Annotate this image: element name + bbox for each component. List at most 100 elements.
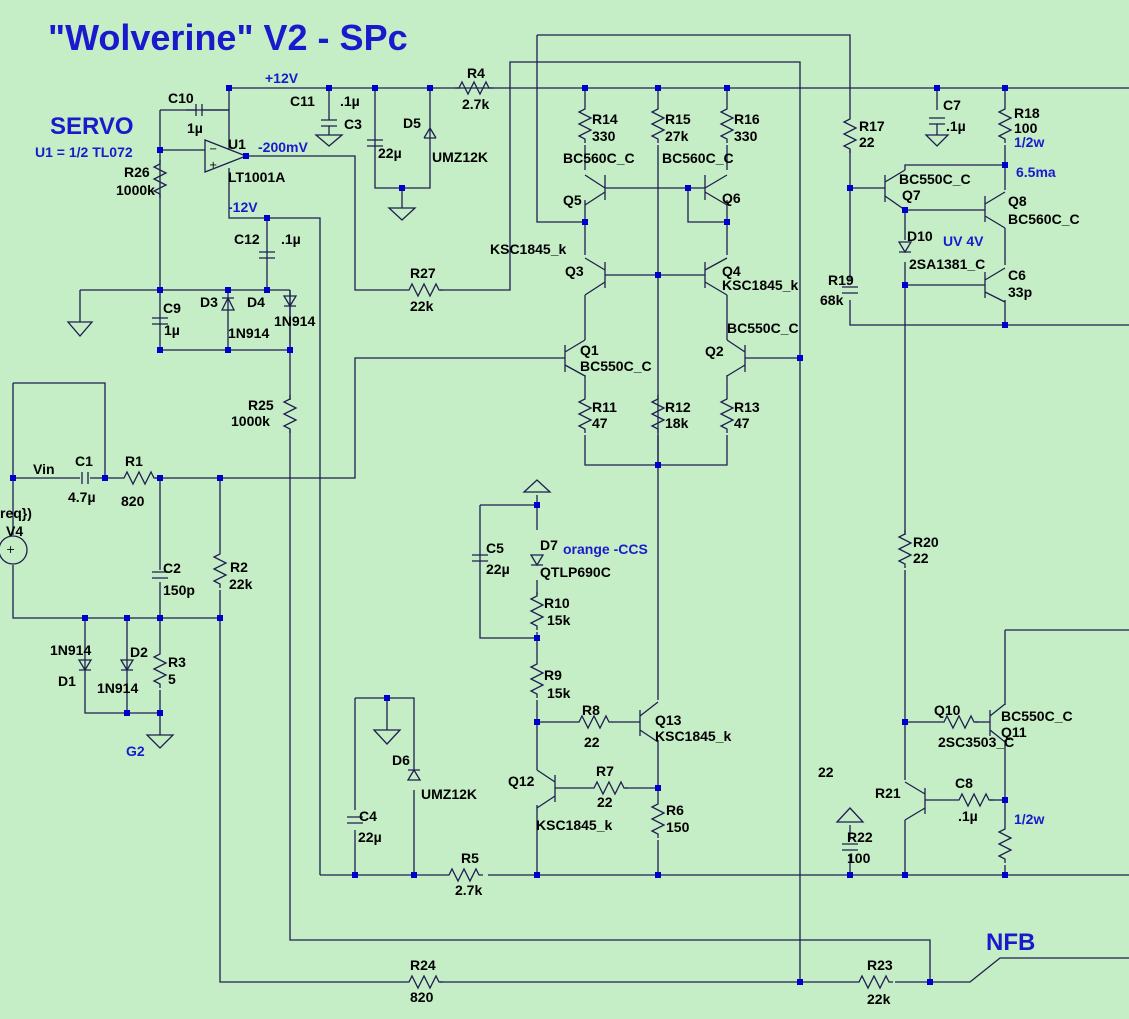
Q5-val: BC560C_C [563, 150, 635, 166]
C6-ref: R19 [828, 272, 854, 288]
R15-ref: R15 [665, 111, 691, 127]
C4-ref: C4 [359, 808, 377, 824]
Q8-val: BC560C_C [1008, 211, 1080, 227]
D10-ref: D10 [907, 228, 933, 244]
R19-ref: R20 [913, 534, 939, 550]
R4-ref: R4 [467, 65, 485, 81]
C11-val: .1µ [340, 93, 360, 109]
R15-val: 27k [665, 128, 689, 144]
R17-ref: R17 [859, 118, 885, 134]
R12-ref: R12 [665, 399, 691, 415]
R8-val: 22 [584, 734, 600, 750]
R2-ref: R2 [230, 559, 248, 575]
D1-val: 1N914 [50, 642, 91, 658]
R14-symbol [578, 104, 592, 144]
R7-ref: R7 [596, 763, 614, 779]
R15-symbol [651, 104, 665, 144]
R26-val: 1000k [116, 182, 155, 198]
Q7-ref: Q7 [902, 187, 921, 203]
D2-val: 1N914 [97, 680, 138, 696]
nfb-label: NFB [986, 929, 1035, 956]
D10-val: 2SA1381_C [909, 256, 985, 272]
R27-symbol [404, 283, 444, 297]
C10-val: 1µ [187, 120, 203, 136]
req-label: req}) [0, 505, 32, 521]
R27-val: 22k [410, 298, 434, 314]
R24-ref: R24 [410, 957, 436, 973]
svg-text:+: + [209, 160, 217, 171]
C10-ref: C10 [168, 90, 194, 106]
Q2-ref: Q2 [705, 343, 724, 359]
Q13-ref: Q13 [655, 712, 682, 728]
C12-ref: C12 [234, 231, 260, 247]
R14-ref: R14 [592, 111, 618, 127]
R1-val: 820 [121, 493, 145, 509]
R18-val: 100 [1014, 120, 1038, 136]
minus200-label: -200mV [258, 139, 308, 155]
C8-ref: R22 [847, 829, 873, 845]
R19-val: 22 [913, 550, 929, 566]
Q8-ref: Q8 [1008, 193, 1027, 209]
D5-ref: D5 [403, 115, 421, 131]
R13-ref: R13 [734, 399, 760, 415]
component-labels: C10 1µ C11 .1µ C3 R4 2.7k D5 UMZ12K 22µ … [6, 65, 1080, 1007]
R23-val: 22k [867, 991, 891, 1007]
Q6-ref: Q6 [722, 190, 741, 206]
Q1-ref: Q1 [580, 342, 599, 358]
D7-ref: D7 [540, 537, 558, 553]
R11-ref: R11 [592, 399, 617, 415]
R6-ref: R6 [666, 802, 684, 818]
C7-ref: C7 [943, 97, 961, 113]
C5-ref: C5 [486, 540, 504, 556]
R3-ref: R3 [168, 654, 186, 670]
Q12-val: KSC1845_k [536, 817, 612, 833]
R20-val: 2SC3503_C [938, 734, 1014, 750]
R9-ref: R9 [544, 667, 562, 683]
U1-ref: U1 [228, 136, 246, 152]
R21-val: .1µ [958, 808, 978, 824]
R18-ref: R18 [1014, 105, 1040, 121]
C3b-val: 22µ [378, 145, 402, 161]
D3-val: 1N914 [228, 325, 269, 341]
R27-ref: R27 [410, 265, 436, 281]
svg-text:+: + [6, 543, 15, 556]
R20-ref: Q10 [934, 702, 961, 718]
u1-note: U1 = 1/2 TL072 [35, 144, 133, 160]
g2-label: G2 [126, 743, 145, 759]
R13-symbol [720, 394, 734, 434]
R5-val: 2.7k [455, 882, 482, 898]
R10-symbol [530, 591, 544, 631]
D5-val: UMZ12K [432, 149, 488, 165]
R24-val: 820 [410, 989, 434, 1005]
uv-label: UV 4V [943, 233, 984, 249]
D7-val: QTLP690C [540, 564, 611, 580]
plus12-label: +12V [265, 70, 299, 86]
orange-label: orange -CCS [563, 541, 648, 557]
Q9-ref: C6 [1008, 267, 1026, 283]
servo-label: SERVO [50, 113, 134, 140]
R22-symbol [998, 824, 1012, 864]
R19-symbol [898, 529, 912, 569]
R6-val: 150 [666, 819, 690, 835]
Q11-ref: R21 [875, 785, 901, 801]
R11-symbol [578, 394, 592, 434]
Q2-val: BC550C_C [727, 320, 799, 336]
Q10-val: BC550C_C [1001, 708, 1073, 724]
C9-ref: C9 [163, 300, 181, 316]
vin-label: Vin [33, 461, 55, 477]
minus12-label: -12V [228, 199, 258, 215]
R5-symbol [444, 868, 484, 882]
R21-ref: C8 [955, 775, 973, 791]
halfw2-label: 1/2w [1014, 811, 1044, 827]
page-title: "Wolverine" V2 - SPc [48, 17, 408, 58]
C1-val: 4.7µ [68, 489, 96, 505]
component-symbols: − + + [0, 81, 1012, 989]
D3-ref: D3 [200, 294, 218, 310]
R9-val: 15k [547, 685, 571, 701]
D6-ref: D6 [392, 752, 410, 768]
R5-ref: R5 [461, 850, 479, 866]
R3-symbol [153, 649, 167, 689]
C5-val: 22µ [486, 561, 510, 577]
C2-ref: C2 [163, 560, 181, 576]
R23-symbol [854, 975, 894, 989]
